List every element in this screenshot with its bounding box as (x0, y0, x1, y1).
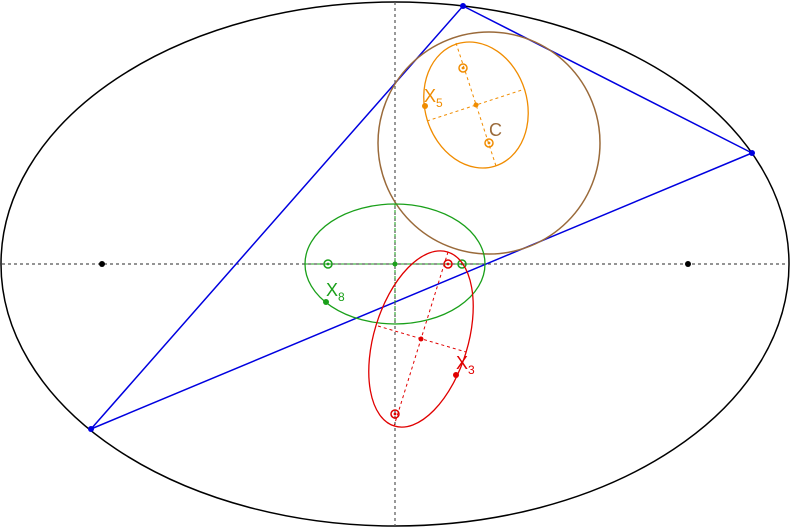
triangle-vertex-left (88, 426, 94, 432)
x8-focus-left (323, 259, 333, 269)
x8-point (323, 299, 329, 305)
x3-focus-top (443, 259, 453, 269)
x5-focus-bottom (484, 138, 494, 148)
label-x8: X8 (326, 280, 345, 304)
circumcircle (377, 31, 601, 255)
x8-focus-right (457, 259, 467, 269)
label-x3: X3 (456, 353, 475, 377)
triangle (90, 5, 754, 430)
label-c: C (489, 120, 502, 140)
x3-focus-bottom (390, 409, 400, 419)
triangle-vertex-right (749, 150, 755, 156)
x3-locus (368, 250, 474, 428)
x3-point (453, 372, 459, 378)
x5-focus-top (458, 63, 468, 73)
x5-point (422, 103, 428, 109)
focus-left (99, 261, 105, 267)
label-x5: X5 (424, 86, 443, 110)
x8-locus (304, 203, 486, 325)
x5-locus (422, 41, 529, 169)
triangle-vertex-top (460, 3, 466, 9)
focus-right (685, 261, 691, 267)
